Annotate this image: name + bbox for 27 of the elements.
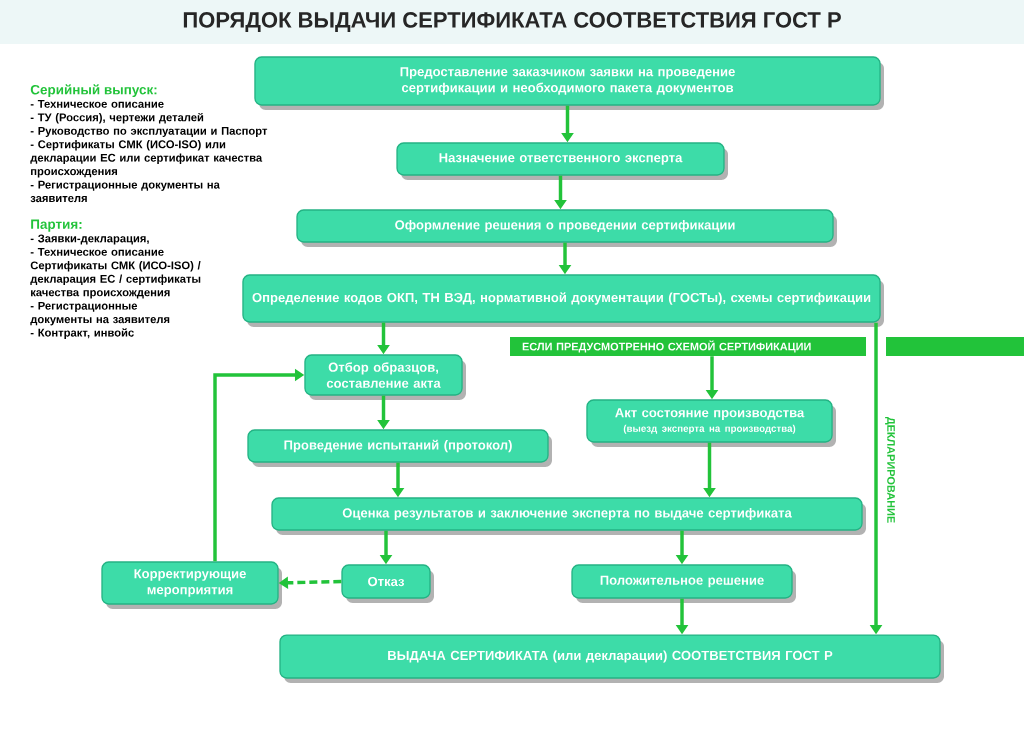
process-box: Оценка результатов и заключение эксперта по выдаче сертификата <box>271 497 866 535</box>
process-box: Отказ <box>341 564 434 603</box>
process-box: Отбор образцов, составление акта <box>304 354 466 400</box>
list-item: - Сертификаты СМК (ИСО-ISO) или декларации ЕС или сертификат качества происхождения <box>30 140 263 178</box>
process-box: Положительное решение <box>571 564 796 603</box>
list-item: - Техническое описание <box>30 100 164 108</box>
process-box: Корректирующие мероприятия <box>101 561 282 609</box>
list-item: - Техническое описание <box>30 248 164 256</box>
process-box: Акт состояние производства (выезд эксперта на производства) <box>586 399 836 447</box>
list-item: - ТУ (Россия), чертежи деталей <box>30 112 204 124</box>
process-box: Оформление решения о проведении сертификации <box>296 209 837 247</box>
process-box: ВЫДАЧА СЕРТИФИКАТА (или декларации) СООТВЕТСТВИЯ ГОСТ Р <box>279 634 944 683</box>
title-banner: ПОРЯДОК ВЫДАЧИ СЕРТИФИКАТА СООТВЕТСТВИЯ ГОСТ Р <box>0 0 1024 44</box>
list-heading: Серийный выпуск: <box>30 84 157 98</box>
list-item: - Регистрационные документы на заявителя <box>30 301 170 326</box>
process-box: Определение кодов ОКП, ТН ВЭД, нормативной документации (ГОСТы), схемы сертификации <box>242 274 884 327</box>
list-item: - Контракт, инвойс <box>30 328 134 339</box>
list-heading: Партия: <box>31 219 82 232</box>
banner-band: ЕСЛИ ПРЕДУСМОТРЕННО СХЕМОЙ СЕРТИФИКАЦИИ <box>510 337 1024 356</box>
list-item: - Руководство по эксплуатации и Паспорт <box>30 127 268 137</box>
process-box: Назначение ответственного эксперта <box>396 142 728 180</box>
list-item: - Регистрационные документы на заявителя <box>30 180 220 203</box>
process-box: Предоставление заказчиком заявки на проведение сертификации и необходимого пакета документов <box>254 56 884 110</box>
process-box: Проведение испытаний (протокол) <box>247 429 552 467</box>
edge-label: ДЕКЛАРИРОВАНИЕ <box>883 415 897 525</box>
list-item: - Заявки-декларация, <box>30 234 149 245</box>
list-item: Сертификаты СМК (ИСО-ISO) / декларация ЕС / сертификаты качества происхождения <box>30 261 201 299</box>
